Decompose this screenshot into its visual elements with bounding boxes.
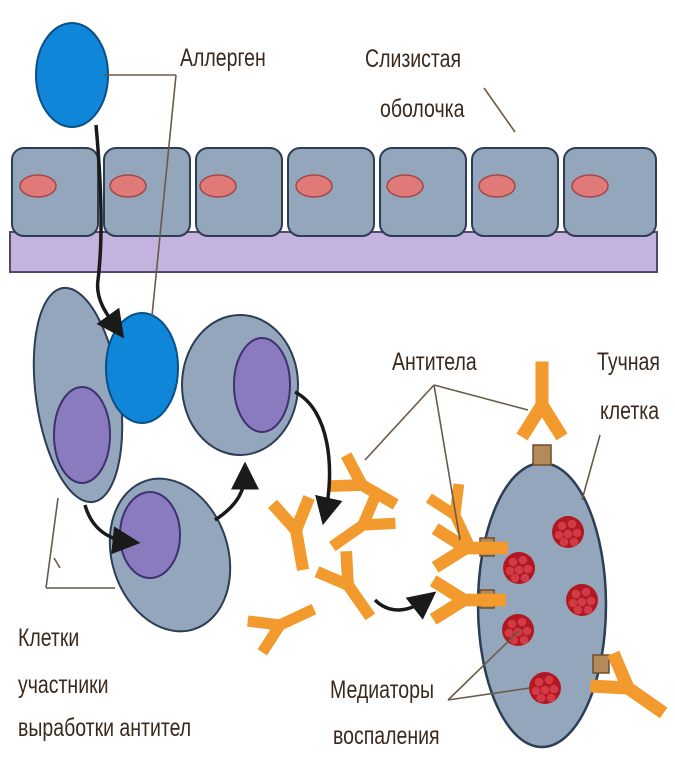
label-mediators-2: воспаления — [333, 722, 440, 750]
epithelial-cell — [288, 148, 374, 236]
epithelial-cell — [380, 148, 466, 236]
label-allergen: Аллерген — [180, 44, 266, 72]
label-antibodies: Антитела — [392, 348, 477, 376]
label-mucosa-2: оболочка — [380, 95, 464, 123]
label-mast-cell-2: клетка — [600, 397, 659, 425]
epithelial-cell — [196, 148, 282, 236]
label-cells-2: участники — [18, 671, 109, 699]
label-mast-cell-1: Тучная — [597, 348, 660, 376]
label-mediators-1: Медиаторы — [330, 676, 434, 704]
producing-cell — [91, 463, 250, 647]
label-mucosa-1: Слизистая — [365, 45, 461, 73]
epithelial-cell — [104, 148, 190, 236]
allergen-shape — [36, 23, 108, 127]
epithelial-cell — [472, 148, 558, 236]
label-cells-1: Клетки — [18, 624, 79, 652]
basement-membrane — [10, 232, 657, 272]
epithelial-cell — [564, 148, 656, 236]
label-cells-3: выработки антител — [18, 714, 191, 742]
producing-cell — [182, 315, 298, 455]
epithelium — [12, 148, 656, 236]
epithelial-cell — [12, 148, 98, 236]
